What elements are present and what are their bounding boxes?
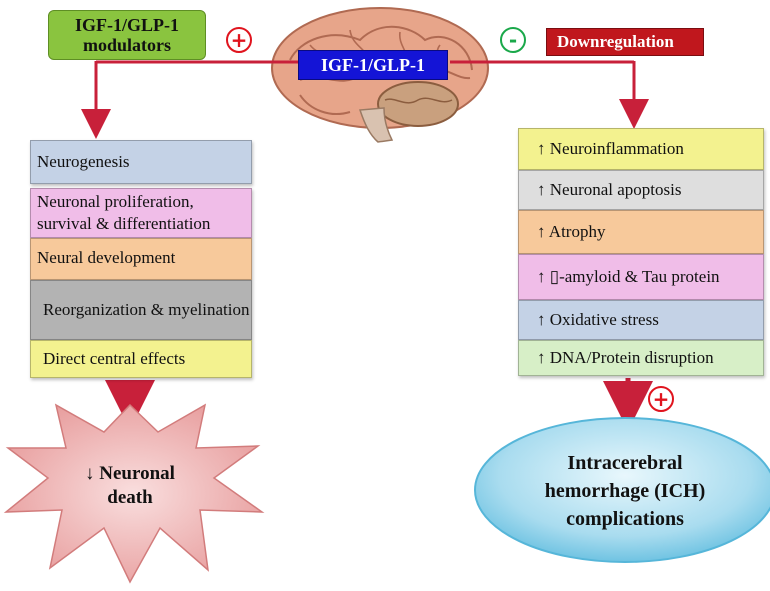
plus-sign-top: + — [226, 27, 252, 53]
left-outcome-label: ↓ Neuronal death — [85, 463, 175, 508]
modulators-label: IGF-1/GLP-1 modulators — [75, 15, 179, 55]
effect-reorganization: Reorganization & myelination — [30, 280, 252, 340]
effect-dna-protein: ↑ DNA/Protein disruption — [518, 340, 764, 376]
minus-sign-top: - — [500, 27, 526, 53]
effect-apoptosis: ↑ Neuronal apoptosis — [518, 170, 764, 210]
plus-sign-bottom: + — [648, 386, 674, 412]
downregulation-tag: Downregulation — [546, 28, 704, 56]
effect-neurogenesis: Neurogenesis — [30, 140, 252, 184]
starburst-shape — [3, 403, 265, 584]
effect-direct-central: Direct central effects — [30, 340, 252, 378]
center-label: IGF-1/GLP-1 — [321, 54, 425, 75]
center-tag: IGF-1/GLP-1 — [298, 50, 448, 80]
downregulation-label: Downregulation — [557, 32, 674, 51]
effect-proliferation: Neuronal proliferation, survival & diffe… — [30, 188, 252, 238]
effect-neuroinflammation: ↑ Neuroinflammation — [518, 128, 764, 170]
outcome-ellipse — [474, 417, 770, 563]
effect-oxidative-stress: ↑ Oxidative stress — [518, 300, 764, 340]
effect-neural-development: Neural development — [30, 238, 252, 280]
effect-atrophy: ↑ Atrophy — [518, 210, 764, 254]
effect-amyloid-tau: ↑ ▯-amyloid & Tau protein — [518, 254, 764, 300]
modulators-tag: IGF-1/GLP-1 modulators — [48, 10, 206, 60]
right-outcome-label: Intracerebral hemorrhage (ICH) complicat… — [544, 452, 706, 530]
